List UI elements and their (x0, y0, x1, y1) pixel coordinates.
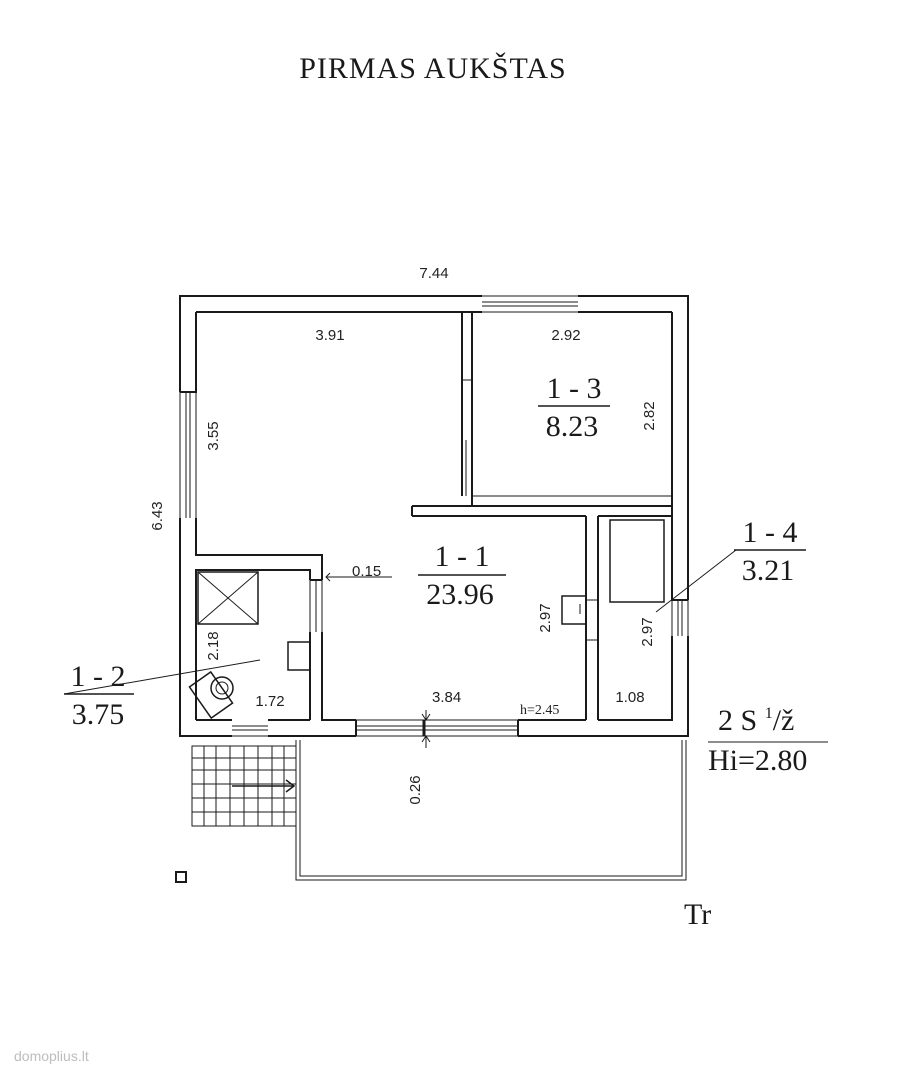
building-code: 2 S 1/ž (718, 704, 794, 737)
reference-mark (175, 871, 187, 883)
dim-bath-depth: 2.18 (205, 631, 222, 660)
dim-terrace-depth: 0.26 (407, 775, 424, 804)
dim-room1-width: 3.84 (432, 689, 461, 706)
front-window (356, 719, 586, 737)
dim-main-room-width: 3.91 (315, 327, 344, 344)
room-1-3-area: 8.23 (546, 410, 599, 443)
dim-room4-width: 1.08 (615, 689, 644, 706)
bath-sink-fixture (287, 641, 311, 671)
shower-fixture (197, 571, 259, 625)
sink-fixture (561, 595, 587, 625)
dim-room3-depth: 2.82 (641, 401, 658, 430)
dim-room3-width: 2.92 (551, 327, 580, 344)
room-1-1-area: 23.96 (426, 578, 494, 611)
plan-title: PIRMAS AUKŠTAS (299, 52, 567, 85)
dim-room4-depth: 2.97 (639, 617, 656, 646)
room-1-1-id: 1 - 1 (435, 540, 490, 573)
bathroom-walls (195, 569, 357, 737)
dim-bath-width: 1.72 (255, 693, 284, 710)
closet-fixture (609, 519, 665, 603)
room-1-3-id: 1 - 3 (547, 372, 602, 405)
interior-walls (411, 312, 672, 720)
dim-room1-depth: 2.97 (537, 603, 554, 632)
dim-overall-depth: 6.43 (149, 501, 166, 530)
room-1-4-id: 1 - 4 (743, 516, 798, 549)
building-height: Hi=2.80 (708, 744, 807, 777)
dim-ceiling-height: h=2.45 (520, 703, 559, 718)
dim-overall-width: 7.44 (419, 265, 448, 282)
room-1-2-id: 1 - 2 (71, 660, 126, 693)
terrace-label: Tr (684, 898, 711, 931)
toilet-fixture (188, 670, 234, 720)
dim-main-room-depth: 3.55 (205, 421, 222, 450)
room-1-4-area: 3.21 (742, 554, 795, 587)
terrace (295, 740, 687, 881)
room-1-2-area: 3.75 (72, 698, 125, 731)
stairs (191, 745, 297, 827)
outer-walls (179, 295, 689, 737)
dim-wall-thickness: 0.15 (352, 563, 381, 580)
watermark: domoplius.lt (14, 1048, 89, 1064)
